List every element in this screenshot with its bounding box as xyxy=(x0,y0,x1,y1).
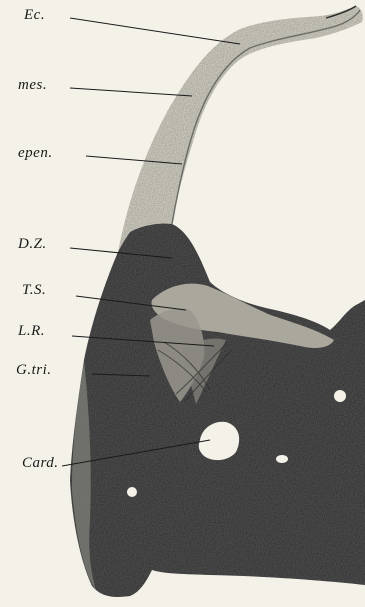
small-vessel-1 xyxy=(334,390,346,402)
label-card: Card. xyxy=(22,455,59,472)
label-lr: L.R. xyxy=(18,323,45,340)
small-vessel-3 xyxy=(127,487,137,497)
label-ts: T.S. xyxy=(22,282,46,299)
small-vessel-2 xyxy=(276,455,288,463)
label-ec: Ec. xyxy=(24,7,45,24)
label-epen: epen. xyxy=(18,145,53,162)
label-mes: mes. xyxy=(18,77,47,94)
label-dz: D.Z. xyxy=(18,236,47,253)
label-gtri: G.tri. xyxy=(16,362,52,379)
